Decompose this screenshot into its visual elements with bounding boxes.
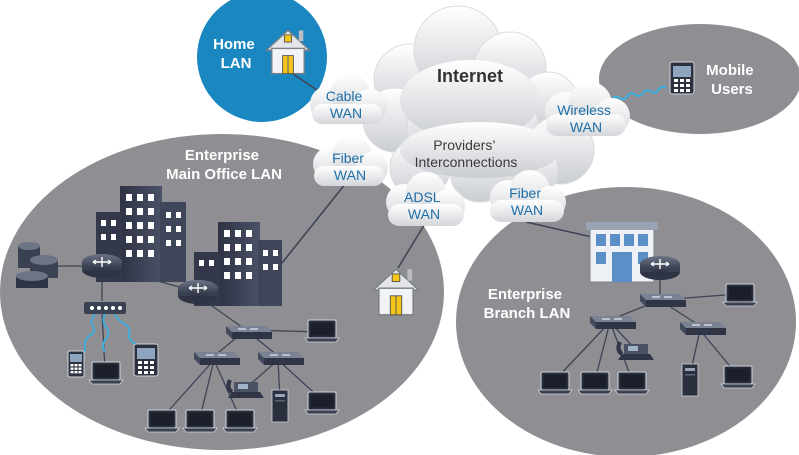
mobile-users-label-line2: Users xyxy=(711,81,753,98)
cable-wan-label-line1: Cable xyxy=(326,88,363,104)
main-office-to-fiber-link xyxy=(281,177,351,264)
internet-cloud: Internet Providers’ Interconnections xyxy=(362,5,595,203)
main-office-access-switch-right-icon xyxy=(257,351,305,366)
wireless-wan-cloud: Wireless WAN xyxy=(545,82,630,136)
main-office-storage-icon xyxy=(16,242,58,288)
fiber-wan-main-label-line1: Fiber xyxy=(332,150,364,166)
svg-text:Fiber WAN: Fiber WAN xyxy=(332,150,368,183)
svg-text:Enterprise Main Office LAN: Enterprise Main Office LAN xyxy=(166,147,282,183)
adsl-wan-label-line2: WAN xyxy=(408,206,440,222)
internet-label: Internet xyxy=(437,66,503,86)
fiber-wan-branch-cloud: Fiber WAN xyxy=(490,170,566,222)
svg-text:Enterprise Branch LAN: Enterprise Branch LAN xyxy=(484,286,571,322)
mobile-user-phone-icon xyxy=(669,61,695,95)
main-office-distribution-switch-icon xyxy=(225,325,273,340)
branch-laptop-icon xyxy=(722,283,758,307)
svg-text:Providers’ Interconnecti: Providers’ Interconnections xyxy=(415,137,518,170)
main-office-server-icon xyxy=(271,389,289,423)
main-office-wireless-links xyxy=(79,313,142,357)
adsl-to-home-link xyxy=(397,221,427,269)
main-office-laptop-icon xyxy=(88,361,124,385)
branch-router-icon xyxy=(639,255,681,281)
home-lan-zone xyxy=(197,0,327,122)
branch-laptop-icon xyxy=(577,371,613,395)
tall-building-icon xyxy=(96,186,186,282)
branch-label-line1: Enterprise xyxy=(488,286,562,303)
main-office-edge-router-icon xyxy=(177,279,219,305)
adsl-wan-cloud: ADSL WAN xyxy=(386,172,465,226)
fiber-wan-branch-label-line1: Fiber xyxy=(509,185,541,201)
main-office-label-line1: Enterprise xyxy=(185,147,259,164)
svg-text:Cable WAN: Cable WAN xyxy=(326,88,366,121)
wireless-wan-label-line2: WAN xyxy=(570,119,602,135)
mobile-users-label-line1: Mobile xyxy=(706,62,754,79)
main-office-core-router-icon xyxy=(81,253,123,279)
svg-text:ADSL WAN: ADSL WAN xyxy=(404,189,444,222)
svg-text:Home LAN: Home LAN xyxy=(213,36,259,72)
main-office-buildings xyxy=(96,186,282,306)
svg-text:Mobile Users: Mobile Users xyxy=(706,62,758,98)
branch-building-icon xyxy=(586,222,658,283)
cable-wan-label-line2: WAN xyxy=(330,105,362,121)
branch-label-line2: Branch LAN xyxy=(484,305,571,322)
branch-access-switch-left-icon xyxy=(589,315,637,330)
svg-text:Wireless WAN: Wireless WAN xyxy=(557,102,615,135)
branch-laptop-icon xyxy=(720,365,756,389)
main-office-laptop-icon xyxy=(304,319,340,343)
branch-laptop-icon xyxy=(614,371,650,395)
wireless-access-point-icon xyxy=(84,302,126,314)
main-office-access-switch-left-icon xyxy=(193,351,241,366)
branch-access-switch-right-icon xyxy=(679,321,727,336)
main-office-laptop-icon xyxy=(182,409,218,433)
main-office-laptop-icon xyxy=(144,409,180,433)
main-office-label-line2: Main Office LAN xyxy=(166,166,282,183)
main-office-phone-icon xyxy=(67,350,85,378)
mobile-users-zone xyxy=(599,24,799,134)
mid-building-icon xyxy=(194,222,282,306)
adsl-wan-label-line1: ADSL xyxy=(404,189,441,205)
fiber-wan-main-label-line2: WAN xyxy=(334,167,366,183)
cable-wan-cloud: Cable WAN xyxy=(310,74,387,124)
home-lan-label-line2: LAN xyxy=(221,55,252,72)
main-office-tablet-icon xyxy=(133,343,159,377)
fiber-wan-branch-label-line2: WAN xyxy=(511,202,543,218)
providers-label-line1: Providers’ xyxy=(433,137,495,153)
svg-text:Fiber WAN: Fiber WAN xyxy=(509,185,545,218)
branch-server-icon xyxy=(681,363,699,397)
fiber-wan-main-cloud: Fiber WAN xyxy=(313,136,388,186)
branch-distribution-switch-icon xyxy=(639,293,687,308)
branch-laptop-icon xyxy=(537,371,573,395)
home-lan-label-line1: Home xyxy=(213,36,255,53)
main-office-laptop-icon xyxy=(304,391,340,415)
wireless-wan-label-line1: Wireless xyxy=(557,102,611,118)
providers-label-line2: Interconnections xyxy=(415,154,518,170)
main-office-laptop-icon xyxy=(222,409,258,433)
